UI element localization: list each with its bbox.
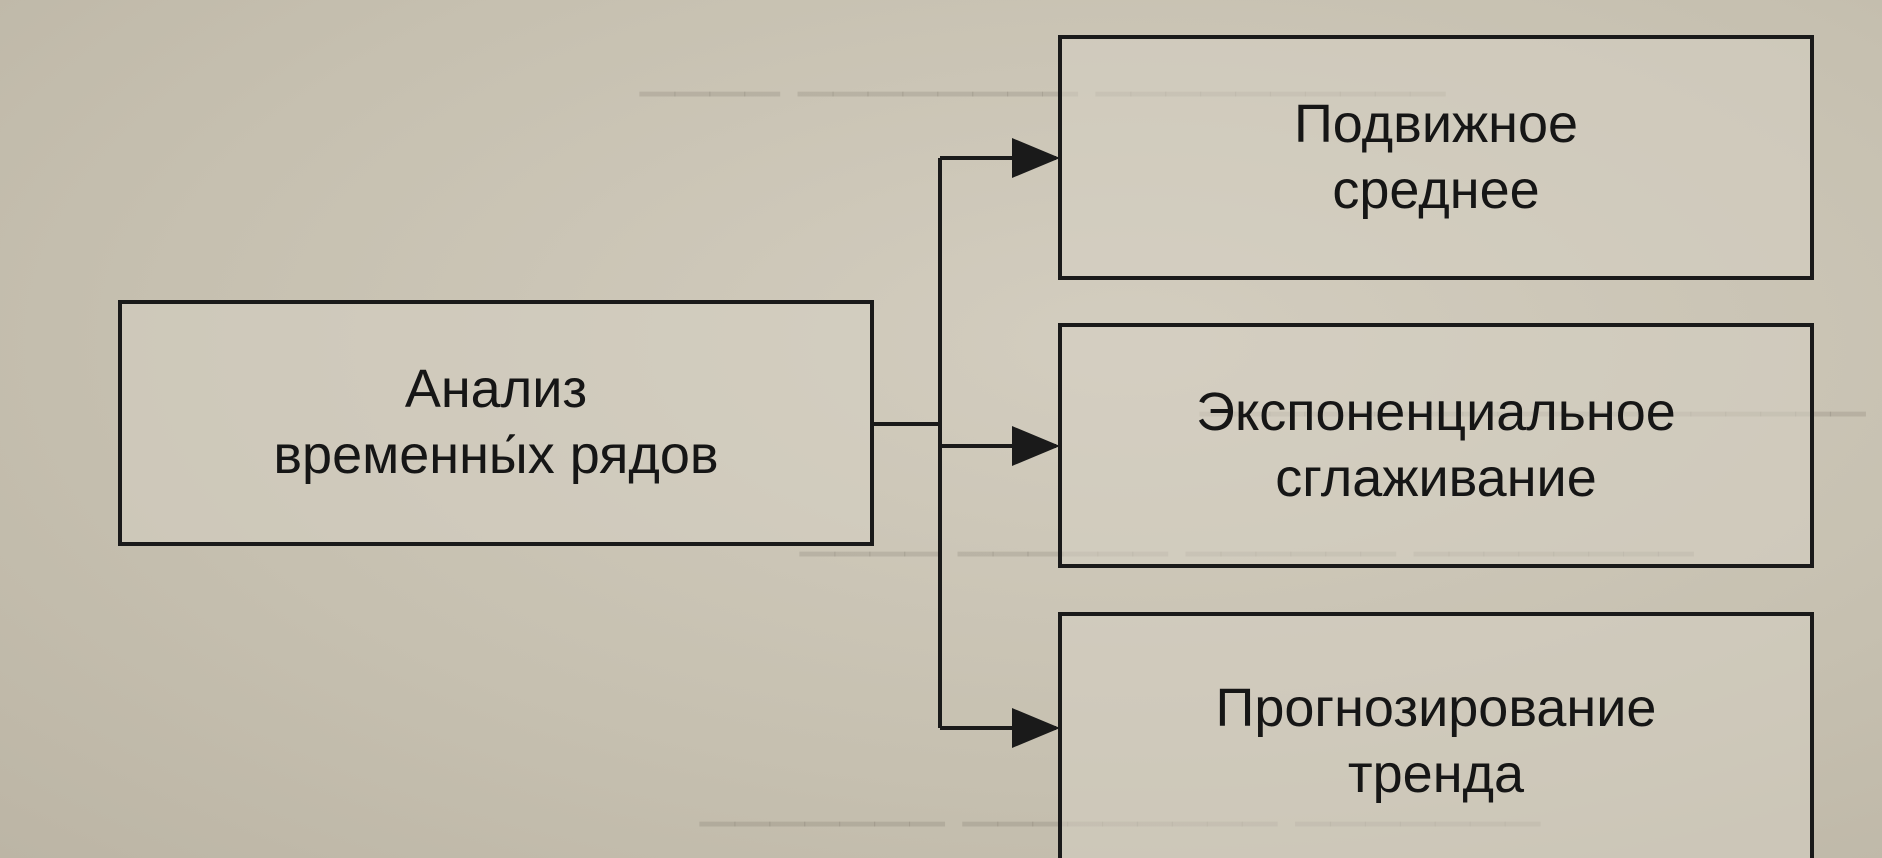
node-label-line: Подвижное [1293,93,1579,154]
node-label-line: временны́х рядов [273,425,719,485]
node-label-line: Экспоненциальное [1196,381,1676,442]
node-exponential-smoothing: Экспоненциальное сглаживание [1058,323,1814,568]
node-label-line: среднее [1332,159,1540,220]
node-label-line: Анализ [404,359,588,420]
node-label-line: тренда [1347,744,1525,804]
node-trend-forecasting: Прогнозирование тренда [1058,612,1814,858]
node-moving-average: Подвижное среднее [1058,35,1814,280]
node-label-line: сглаживание [1275,447,1597,508]
node-label-line: Прогнозирование [1215,678,1657,739]
node-time-series-analysis: Анализ временны́х рядов [118,300,874,546]
